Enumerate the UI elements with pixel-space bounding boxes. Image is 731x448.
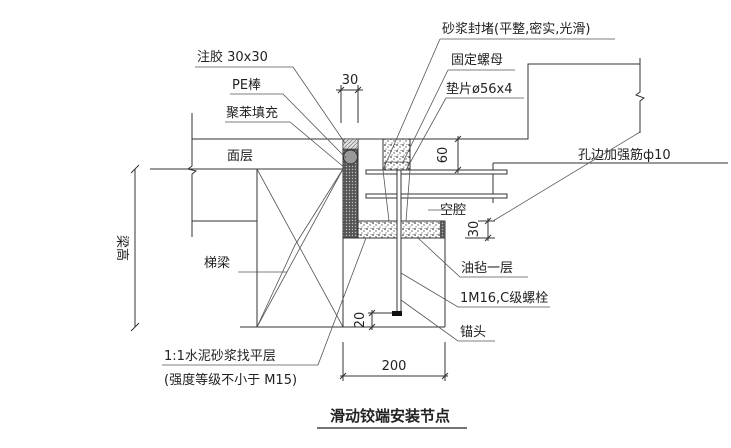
label-pe-rod: PE棒: [232, 78, 261, 93]
leader-lines: [162, 38, 641, 366]
joint-width-value: 30: [342, 73, 359, 88]
stair-slab: [150, 58, 728, 237]
dimension-anchor-cover: 20: [353, 309, 392, 331]
label-anchor: 锚头: [460, 325, 486, 340]
label-sealant: 注胶 30x30: [197, 49, 268, 65]
anchor-cover-value: 20: [353, 312, 368, 329]
label-fixing-nut: 固定螺母: [451, 53, 503, 68]
drawing-title: 滑动铰端安装节点: [330, 407, 450, 425]
label-mortar-seal: 砂浆封堵(平整,密实,光滑): [442, 21, 590, 37]
expansion-joint: [342, 138, 359, 239]
label-washer: 垫片ø56x4: [446, 81, 512, 97]
label-leveling-layer: 1:1水泥砂浆找平层: [164, 349, 276, 364]
label-polystyrene-fill: 聚苯填充: [226, 105, 278, 121]
steel-plate-lower: [365, 193, 508, 199]
anchor-bolt: [392, 169, 402, 316]
label-leveling-strength: (强度等级不小于 M15): [164, 372, 297, 388]
support-width-value: 200: [382, 359, 407, 374]
steel-plate-upper: [365, 169, 508, 175]
dimension-plug-height: 60: [425, 135, 465, 174]
beam-height-label: 梁高: [114, 235, 130, 261]
label-rebar: 孔边加强筋ф10: [578, 147, 671, 163]
stair-beam: [240, 168, 344, 328]
mortar-thickness-value: 30: [467, 221, 482, 238]
dimension-support-width: 200: [339, 342, 449, 381]
dimension-mortar-thickness: 30: [465, 217, 495, 242]
fixing-nut: [384, 161, 409, 171]
plug-height-value: 60: [436, 147, 451, 164]
label-felt-layer: 油毡一层: [461, 261, 513, 276]
label-stair-beam: 梯梁: [204, 256, 230, 271]
dimension-joint-width: 30: [336, 73, 363, 123]
label-surface-layer: 面层: [227, 149, 253, 164]
beam-height-dimension: 梁高: [114, 164, 140, 332]
anchor-head: [392, 311, 402, 316]
label-cavity: 空腔: [440, 203, 466, 218]
label-bolt: 1M16,C级螺栓: [460, 291, 548, 306]
